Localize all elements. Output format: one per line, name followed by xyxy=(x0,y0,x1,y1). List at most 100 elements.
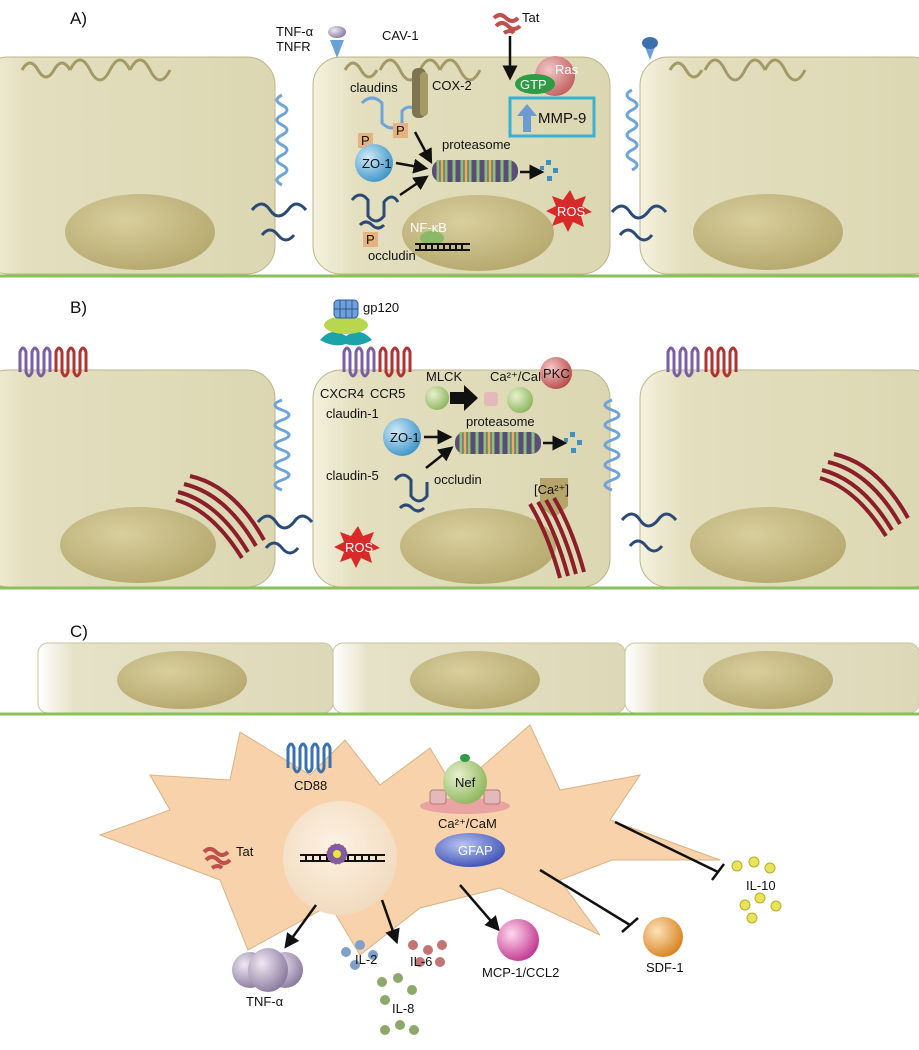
phospho-tag-3-label: P xyxy=(366,232,375,247)
cacam-icon-b xyxy=(507,387,533,413)
il6-label: IL-6 xyxy=(410,954,432,969)
il10-label: IL-10 xyxy=(746,878,776,893)
cxcr4-receptor-left-icon xyxy=(18,346,52,378)
claudins-to-proteasome-arrow xyxy=(413,131,433,164)
tnf-alpha-ligand-icon xyxy=(328,26,346,38)
tnf-alpha-ligand-right-icon xyxy=(642,37,658,49)
er-stack-left-icon xyxy=(175,474,266,560)
panel-c-nucleus-3 xyxy=(703,651,833,709)
il8-label: IL-8 xyxy=(392,1001,414,1016)
panel-a-nucleus-left xyxy=(65,194,215,270)
mlck-icon xyxy=(425,386,449,410)
mlck-label: MLCK xyxy=(426,369,462,384)
arrow-to-interleukins xyxy=(380,899,400,945)
inhibition-to-sdf1 xyxy=(539,868,631,927)
occludin-icon-b xyxy=(393,473,429,513)
mcp1-icon xyxy=(497,919,539,961)
tj-occludin-left-b xyxy=(256,514,314,555)
ros-label-a: ROS xyxy=(557,204,586,219)
zo1-icon-b xyxy=(383,418,421,456)
panel-b-tag: B) xyxy=(70,298,87,317)
nfkb-label: NF-κB xyxy=(410,220,447,235)
tnf-alpha-label: TNF-α xyxy=(276,24,314,39)
ras-label: Ras xyxy=(555,62,579,77)
cox2-label: COX-2 xyxy=(432,78,472,93)
cacam-left-cube-icon xyxy=(429,789,447,805)
panel-c: C) CD88 Nef Ca²⁺/CaM Tat xyxy=(0,622,919,1035)
panel-b-nucleus-center xyxy=(400,508,556,584)
il2-label: IL-2 xyxy=(355,952,377,967)
cxcr4-label: CXCR4 xyxy=(320,386,364,401)
er-stack-center-icon xyxy=(528,496,586,579)
ros-starburst-icon-b xyxy=(334,526,380,568)
nef-icon xyxy=(443,760,487,804)
il10-particles-icon xyxy=(731,856,782,924)
tnfr-receptor-icon xyxy=(330,40,344,58)
panel-a-tag: A) xyxy=(70,9,87,28)
phospho-tag-1 xyxy=(358,133,373,148)
tj-strand-left-b xyxy=(273,398,291,492)
cxcr4-receptor-right-icon xyxy=(666,346,700,378)
panel-a: A) TNF-α TNFR CAV-1 Tat Ras GTP xyxy=(0,9,919,278)
mmp9-up-arrow-icon xyxy=(517,104,537,132)
panel-a-nucleus-right xyxy=(693,194,843,270)
panel-b-nucleus-left xyxy=(60,507,216,583)
nef-label: Nef xyxy=(455,775,476,790)
gtp-icon xyxy=(515,74,555,94)
panel-c-tag: C) xyxy=(70,622,88,641)
tat-protein-icon-c xyxy=(202,847,232,870)
arrow-to-mcp1 xyxy=(459,884,500,932)
cd88-label: CD88 xyxy=(294,778,327,793)
tj-strand-right-a xyxy=(625,88,639,172)
claudins-icon xyxy=(360,96,418,130)
sdf1-icon xyxy=(643,917,683,957)
panel-b-nucleus-right xyxy=(690,507,846,583)
astrocyte-cell xyxy=(98,724,721,956)
mcp1-label: MCP-1/CCL2 xyxy=(482,965,559,980)
tat-protein-icon xyxy=(492,13,522,35)
inhibition-bar-sdf1 xyxy=(621,917,639,933)
gtp-label: GTP xyxy=(520,77,547,92)
pkc-label: PKC xyxy=(543,366,570,381)
er-stack-right-icon xyxy=(819,452,910,538)
ccr5-receptor-left-icon xyxy=(54,346,88,378)
tnfr-label: TNFR xyxy=(276,39,311,54)
inhibition-bar-il10 xyxy=(711,863,725,881)
ccr5-receptor-center-icon xyxy=(378,346,412,378)
cacam-label-c: Ca²⁺/CaM xyxy=(438,816,497,831)
phospho-tag-2-label: P xyxy=(396,123,405,138)
cd88-receptor-icon xyxy=(286,742,332,774)
cacam-right-cube-icon xyxy=(483,789,501,805)
phospho-tag-3 xyxy=(363,232,378,247)
nfkb-icon xyxy=(420,231,444,245)
occludin-icon-a xyxy=(350,193,400,230)
cav1-left xyxy=(20,58,172,82)
degraded-fragments-icon-a xyxy=(540,160,558,181)
ccr5-label: CCR5 xyxy=(370,386,405,401)
tj-occludin-left-a xyxy=(250,202,308,242)
zo1-to-proteasome-arrow xyxy=(395,158,429,174)
gfap-icon xyxy=(435,833,505,867)
cav1-right xyxy=(668,58,807,82)
tj-occludin-right-b xyxy=(620,512,678,553)
zo1-icon xyxy=(355,144,393,182)
occludin-to-proteasome-arrow xyxy=(399,175,429,197)
ros-label-b: ROS xyxy=(345,540,374,555)
degraded-fragments-icon-b xyxy=(564,432,582,453)
occludin-to-proteasome-arrow-b xyxy=(425,446,454,469)
tj-occludin-right-a xyxy=(610,204,668,242)
zo1-label: ZO-1 xyxy=(362,156,392,171)
cacam-ion-icon-b xyxy=(484,392,498,406)
tnf-alpha-label-c: TNF-α xyxy=(246,994,284,1009)
proteasome-icon-a xyxy=(432,160,518,182)
cxcr4-receptor-center-icon xyxy=(342,346,376,378)
claudin1-label: claudin-1 xyxy=(326,406,379,421)
cav1-center xyxy=(343,58,482,82)
tat-label: Tat xyxy=(522,10,540,25)
proteasome-label-b: proteasome xyxy=(466,414,535,429)
interleukin-particles-icon xyxy=(341,940,447,1035)
tat-label-c: Tat xyxy=(236,844,254,859)
phospho-tag-2 xyxy=(393,123,408,138)
mmp9-box xyxy=(508,96,596,138)
mlck-activation-arrow xyxy=(450,385,478,411)
